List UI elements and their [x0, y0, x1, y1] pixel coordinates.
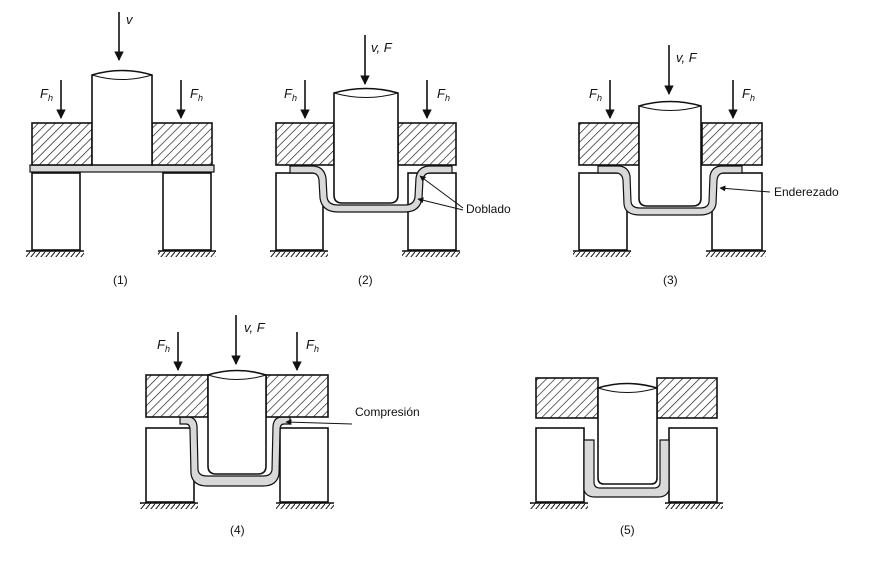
svg-text:Fh: Fh — [589, 86, 602, 103]
caption-1: (1) — [113, 273, 128, 287]
svg-text:Fh: Fh — [190, 86, 203, 103]
blank-sheet — [289, 165, 453, 213]
die-left — [145, 427, 195, 503]
label-fh-right-sub: h — [750, 93, 755, 103]
die-left — [578, 172, 628, 251]
punch — [333, 87, 399, 204]
svg-text:Fh: Fh — [437, 86, 450, 103]
blankholder-left — [275, 122, 335, 166]
label-fh-left-sub: h — [48, 93, 53, 103]
label-fh-left: F — [589, 86, 598, 101]
blankholder-left — [145, 374, 209, 418]
svg-text:Fh: Fh — [306, 337, 319, 354]
die-left — [275, 172, 324, 251]
stage-2: v, F Fh Fh Doblado (2) — [270, 35, 511, 287]
blankholder-right — [151, 122, 213, 166]
label-fh-right-sub: h — [445, 93, 450, 103]
caption-5: (5) — [620, 523, 635, 537]
label-doblado: Doblado — [466, 202, 511, 216]
ground-hatch-right — [158, 251, 216, 257]
die-right — [162, 172, 212, 251]
label-fh-left-sub: h — [292, 93, 297, 103]
svg-text:Fh: Fh — [742, 86, 755, 103]
svg-text:Fh: Fh — [284, 86, 297, 103]
die-left — [31, 172, 81, 251]
caption-2: (2) — [358, 273, 373, 287]
punch — [207, 369, 267, 475]
label-v: v — [126, 12, 134, 27]
drawn-cup — [583, 439, 670, 498]
blankholder-left — [535, 377, 599, 419]
ground-hatch-left — [26, 251, 84, 257]
label-fh-left: F — [284, 86, 293, 101]
stage-5: (5) — [530, 377, 723, 537]
callout-line — [719, 185, 771, 193]
blank-sheet — [29, 164, 215, 173]
caption-3: (3) — [663, 273, 678, 287]
blank-sheet — [597, 165, 743, 216]
label-fh-right: F — [437, 86, 446, 101]
caption-4: (4) — [230, 523, 245, 537]
callout-line-lower — [417, 197, 464, 211]
punch — [91, 69, 153, 166]
die-left — [535, 427, 585, 503]
blankholder-right — [701, 122, 763, 166]
die-right — [279, 427, 329, 503]
label-fh-left-sub: h — [597, 93, 602, 103]
label-fh-right-sub: h — [314, 344, 319, 354]
blankholder-left — [31, 122, 93, 166]
die-right — [668, 427, 718, 503]
label-fh-right: F — [742, 86, 751, 101]
label-compresion: Compresión — [355, 405, 420, 419]
punch — [597, 382, 658, 485]
stage-3: v, F Fh Fh Enderezado (3) — [573, 45, 839, 287]
blankholder-right — [656, 377, 718, 419]
stage-4: v, F Fh Fh Compresión (4) — [140, 315, 420, 537]
blankholder-right — [265, 374, 329, 418]
label-fh-right: F — [190, 86, 199, 101]
svg-text:Fh: Fh — [157, 337, 170, 354]
label-v-f: v, F — [244, 320, 266, 335]
label-v-f: v, F — [371, 40, 393, 55]
svg-text:Fh: Fh — [40, 86, 53, 103]
label-fh-left: F — [40, 86, 49, 101]
blankholder-right — [397, 122, 457, 166]
blankholder-left — [578, 122, 640, 166]
label-v-f: v, F — [676, 50, 698, 65]
punch — [638, 100, 702, 207]
callout-line — [285, 419, 353, 426]
stage-1: v Fh Fh (1) — [26, 12, 216, 287]
label-fh-left: F — [157, 337, 166, 352]
label-fh-left-sub: h — [165, 344, 170, 354]
die-right — [711, 172, 763, 251]
label-fh-right: F — [306, 337, 315, 352]
label-fh-right-sub: h — [198, 93, 203, 103]
callout-line-upper — [419, 175, 464, 209]
label-enderezado: Enderezado — [774, 185, 839, 199]
